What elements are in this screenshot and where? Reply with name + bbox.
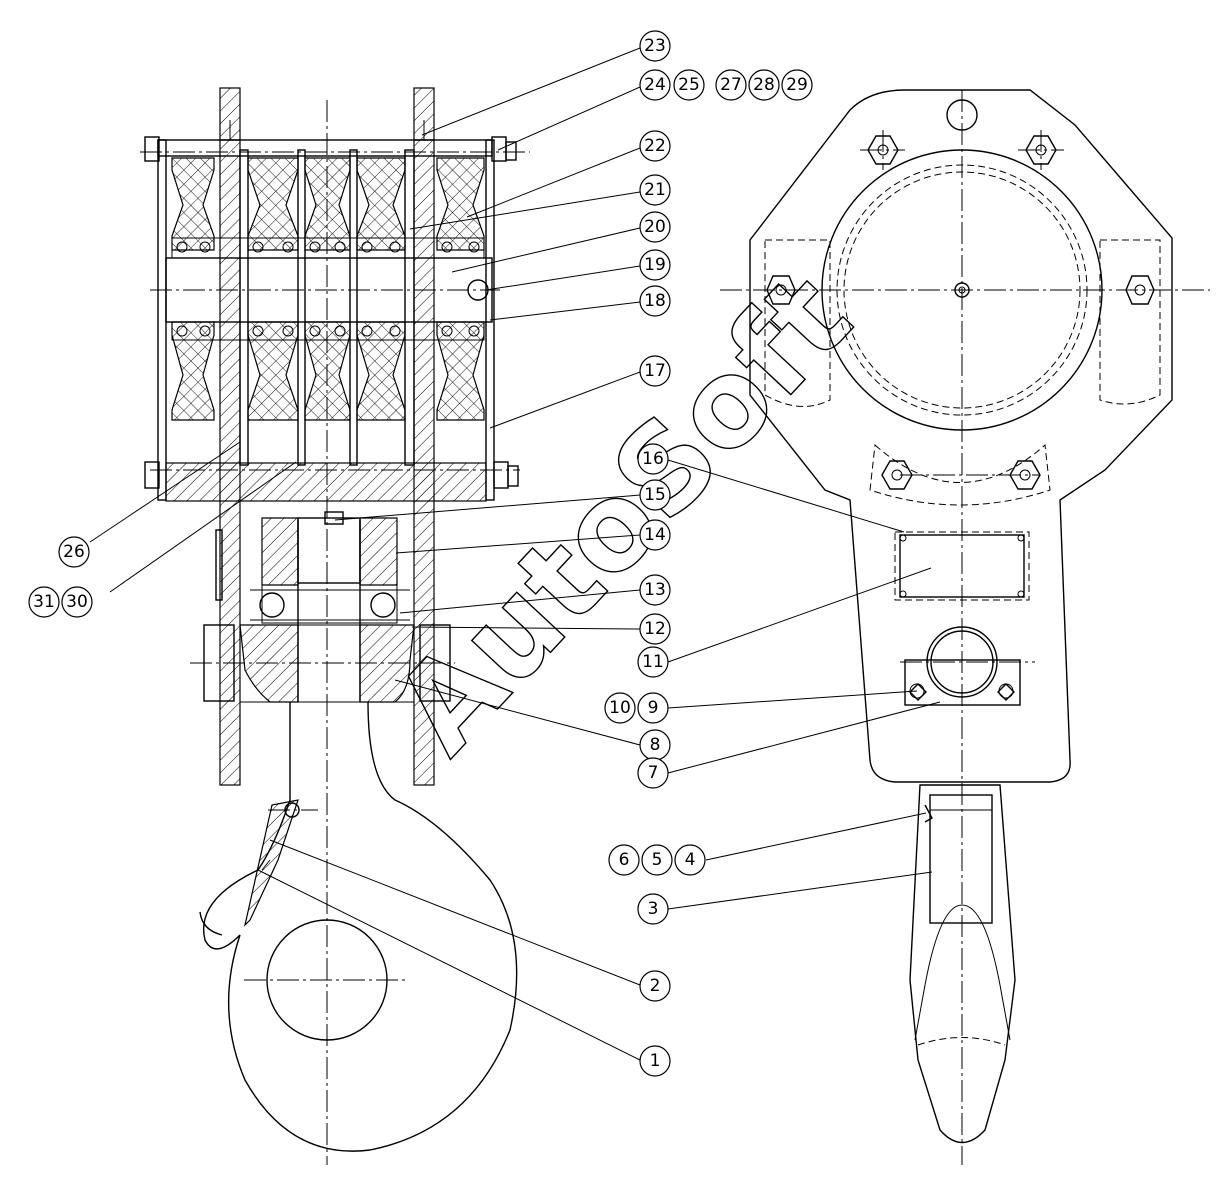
crosshead-housing — [250, 511, 410, 624]
svg-text:12: 12 — [644, 619, 666, 639]
callout-9: 9 — [637, 692, 669, 724]
svg-text:26: 26 — [63, 542, 85, 562]
bottom-tie-beam — [165, 462, 487, 502]
callout-30: 30 — [61, 586, 93, 618]
svg-text:29: 29 — [786, 75, 808, 95]
svg-text:24: 24 — [644, 75, 666, 95]
elevation-view — [720, 89, 1210, 1165]
callout-2: 2 — [639, 970, 671, 1002]
svg-text:10: 10 — [609, 698, 631, 718]
svg-text:2: 2 — [650, 976, 661, 996]
callout-21: 21 — [639, 174, 671, 206]
callout-17: 17 — [639, 355, 671, 387]
svg-text:17: 17 — [644, 361, 666, 381]
svg-text:8: 8 — [650, 735, 661, 755]
svg-text:11: 11 — [642, 652, 664, 672]
callout-29: 29 — [781, 69, 813, 101]
svg-text:3: 3 — [648, 899, 659, 919]
callout-12: 12 — [639, 613, 671, 645]
svg-text:4: 4 — [685, 850, 696, 870]
hook — [199, 520, 518, 1152]
svg-text:9: 9 — [648, 698, 659, 718]
callout-15: 15 — [639, 479, 671, 511]
callout-25: 25 — [673, 69, 705, 101]
callout-24: 24 — [639, 69, 671, 101]
svg-text:7: 7 — [648, 763, 659, 783]
outer-plate-left — [157, 139, 167, 501]
callout-7: 7 — [637, 757, 669, 789]
svg-text:16: 16 — [642, 449, 664, 469]
callout-20: 20 — [639, 211, 671, 243]
leader-lines — [89, 47, 941, 1061]
svg-text:28: 28 — [753, 75, 775, 95]
callout-balloons: 23 24 25 27 28 29 22 21 20 19 18 17 16 1… — [28, 30, 813, 1077]
svg-text:19: 19 — [644, 255, 666, 275]
callout-28: 28 — [748, 69, 780, 101]
callout-13: 13 — [639, 574, 671, 606]
callout-31: 31 — [28, 586, 60, 618]
svg-text:30: 30 — [66, 592, 88, 612]
svg-text:23: 23 — [644, 36, 666, 56]
callout-16: 16 — [637, 443, 669, 475]
callout-19: 19 — [639, 249, 671, 281]
top-tie-rod — [157, 139, 493, 157]
retainer-plate — [904, 659, 1021, 706]
side-plate-tab-left — [219, 87, 241, 141]
callout-11: 11 — [637, 646, 669, 678]
svg-text:31: 31 — [33, 592, 55, 612]
callout-26: 26 — [58, 536, 90, 568]
callout-18: 18 — [639, 285, 671, 317]
svg-text:27: 27 — [720, 75, 742, 95]
callout-23: 23 — [639, 30, 671, 62]
svg-text:18: 18 — [644, 291, 666, 311]
svg-text:6: 6 — [619, 850, 630, 870]
svg-text:1: 1 — [650, 1051, 661, 1071]
callout-8: 8 — [639, 729, 671, 761]
callout-3: 3 — [637, 893, 669, 925]
svg-text:5: 5 — [652, 850, 663, 870]
callout-27: 27 — [715, 69, 747, 101]
bolts — [766, 130, 1155, 490]
callout-1: 1 — [639, 1045, 671, 1077]
crosshead — [203, 529, 451, 703]
sheaves — [171, 157, 485, 421]
svg-text:22: 22 — [644, 136, 666, 156]
side-plate-tab-right — [413, 87, 435, 141]
section-view — [140, 87, 530, 1165]
callout-6: 6 — [608, 844, 640, 876]
callout-14: 14 — [639, 519, 671, 551]
svg-text:15: 15 — [644, 485, 666, 505]
side-plate-outline — [749, 89, 1173, 783]
svg-text:13: 13 — [644, 580, 666, 600]
svg-text:25: 25 — [678, 75, 700, 95]
callout-4: 4 — [674, 844, 706, 876]
svg-text:20: 20 — [644, 217, 666, 237]
hook-side — [909, 784, 1016, 1144]
nameplate — [899, 534, 1025, 598]
callout-22: 22 — [639, 130, 671, 162]
callout-5: 5 — [641, 844, 673, 876]
callout-10: 10 — [604, 692, 636, 724]
svg-text:21: 21 — [644, 180, 666, 200]
svg-text:14: 14 — [644, 525, 666, 545]
